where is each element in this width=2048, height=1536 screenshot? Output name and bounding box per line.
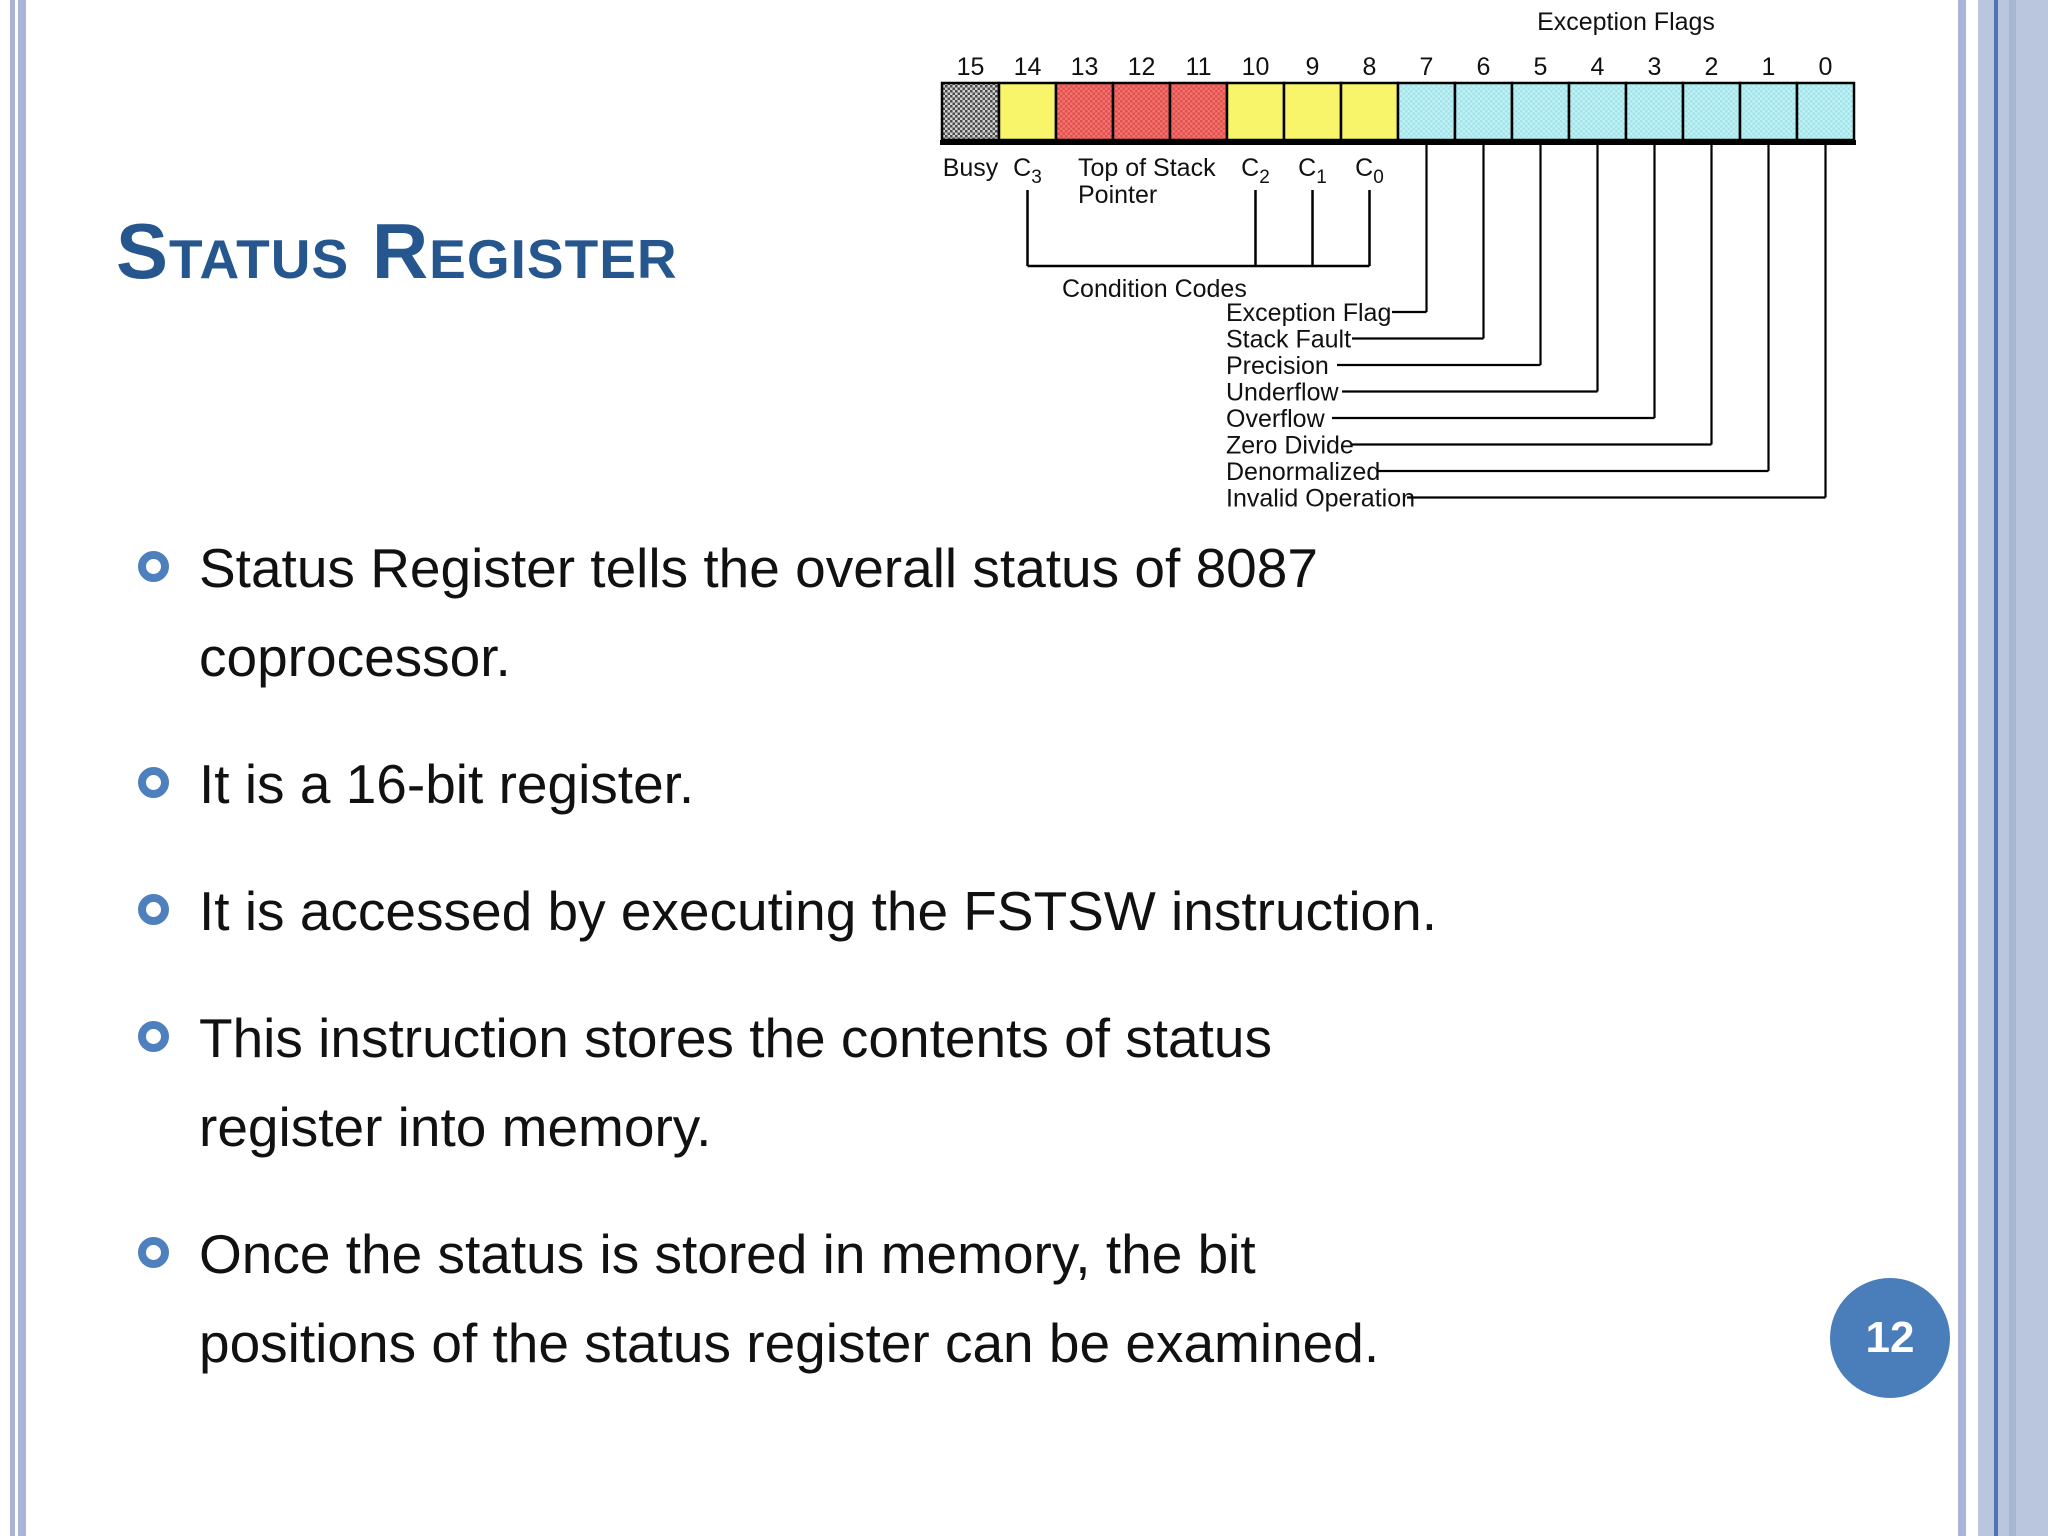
bit-cell-10 [1225,81,1286,142]
bit-number-label: 2 [1705,53,1719,81]
bullet-text: Once the status is stored in memory, the… [199,1223,1380,1374]
bit-cell-9 [1282,81,1343,142]
bit-number-label: 7 [1420,53,1434,81]
bullet-icon [138,894,169,925]
left-border-stripe [18,0,26,1536]
page-number: 12 [1865,1313,1915,1362]
exception-flags-title: Exception Flags [1537,8,1715,36]
page-number-badge: 12 [1830,1278,1950,1398]
bullet-text: Status Register tells the overall status… [199,537,1318,688]
bit-cell-15 [940,81,1001,142]
bit-number-label: 12 [1128,53,1156,81]
bit-number-label: 5 [1534,53,1548,81]
bit-number-label: 4 [1591,53,1605,81]
list-item: Status Register tells the overall status… [130,524,1810,702]
list-item: It is a 16-bit register. [130,740,1810,829]
exception-label-denormalized: Denormalized [1226,458,1380,486]
bit-number-label: 15 [957,53,985,81]
exception-label-overflow: Overflow [1226,405,1326,433]
c2-label: C2 [1241,154,1270,188]
exception-label-invalid-operation: Invalid Operation [1226,485,1415,513]
page-title: Status Register [116,207,678,295]
top-of-stack-label-line2: Pointer [1078,181,1157,209]
bit-cell-12 [1111,81,1172,142]
bit-cell-5 [1510,81,1571,142]
bit-cell-11 [1168,81,1229,142]
bit-cell-2 [1681,81,1742,142]
bit-number-label: 0 [1819,53,1833,81]
bit-number-label: 6 [1477,53,1491,81]
bullet-text: It is accessed by executing the FSTSW in… [199,880,1438,942]
exception-label-zero-divide: Zero Divide [1226,432,1354,460]
bit-number-label: 9 [1306,53,1320,81]
bit-cell-13 [1054,81,1115,142]
bit-cell-4 [1567,81,1628,142]
busy-label: Busy [943,154,999,182]
bit-number-label: 10 [1242,53,1270,81]
right-border-stripe [1958,0,1966,1536]
top-of-stack-label-line1: Top of Stack [1078,154,1216,182]
bit-cell-3 [1624,81,1685,142]
bullet-text: This instruction stores the contents of … [199,1007,1273,1158]
bullet-list: Status Register tells the overall status… [130,524,1810,1426]
exception-label-underflow: Underflow [1226,379,1339,407]
right-border-accent-line [1994,0,1998,1536]
exception-label-precision: Precision [1226,352,1329,380]
list-item: Once the status is stored in memory, the… [130,1210,1810,1388]
bit-number-label: 14 [1014,53,1042,81]
bullet-icon [138,1237,169,1268]
bit-number-label: 8 [1363,53,1377,81]
bit-cell-8 [1339,81,1400,142]
list-item: It is accessed by executing the FSTSW in… [130,867,1810,956]
c1-label: C1 [1298,154,1327,188]
exception-label-stack-fault: Stack Fault [1226,326,1351,354]
bullet-text: It is a 16-bit register. [199,753,695,815]
bit-cell-14 [997,81,1058,142]
condition-codes-label: Condition Codes [1062,275,1247,303]
bullet-icon [138,767,169,798]
exception-label-exception-flag: Exception Flag [1226,299,1391,327]
bit-number-label: 11 [1186,53,1212,81]
c3-label: C3 [1013,154,1042,188]
bit-cell-0 [1795,81,1856,142]
left-border-stripe [10,0,15,1536]
bit-cell-7 [1396,81,1457,142]
bit-number-label: 1 [1762,53,1776,81]
right-border-inner-stripe [2009,0,2016,1536]
list-item: This instruction stores the contents of … [130,994,1810,1172]
c0-label: C0 [1355,154,1384,188]
bit-cell-1 [1738,81,1799,142]
bit-number-label: 13 [1071,53,1099,81]
bullet-icon [138,551,169,582]
bullet-icon [138,1021,169,1052]
bit-number-label: 3 [1648,53,1662,81]
bit-cell-6 [1453,81,1514,142]
